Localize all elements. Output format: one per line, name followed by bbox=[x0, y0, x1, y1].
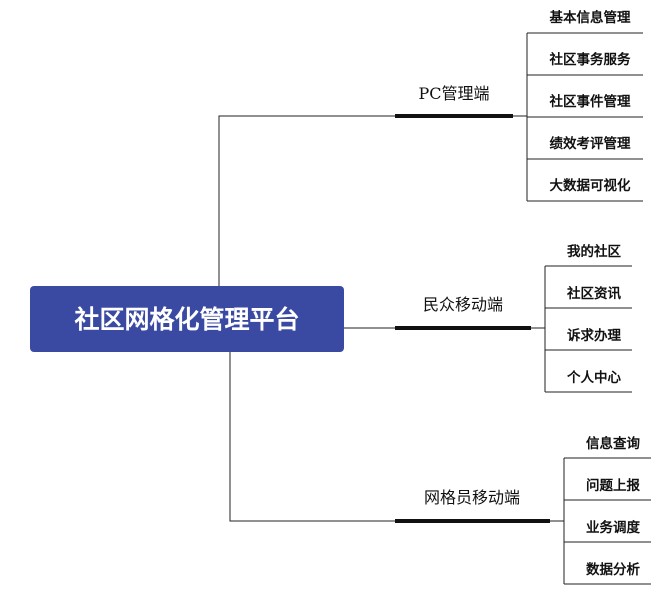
root-label: 社区网格化管理平台 bbox=[74, 305, 299, 334]
branch-label-public[interactable]: 民众移动端 bbox=[423, 295, 503, 314]
grid-leaf-connector bbox=[550, 457, 651, 585]
leaf-item[interactable]: 问题上报 bbox=[586, 477, 640, 494]
connector-grid bbox=[229, 351, 395, 522]
leaf-item[interactable]: 个人中心 bbox=[566, 369, 621, 386]
leaf-item[interactable]: 信息查询 bbox=[586, 435, 640, 452]
leaf-item[interactable]: 社区事件管理 bbox=[549, 93, 631, 110]
branch-underlines bbox=[395, 114, 550, 523]
connector-pc bbox=[218, 115, 395, 287]
leaf-item[interactable]: 大数据可视化 bbox=[550, 177, 631, 194]
leaf-item[interactable]: 社区事务服务 bbox=[549, 51, 631, 68]
branch-label-grid[interactable]: 网格员移动端 bbox=[424, 488, 520, 507]
pc-leaf-connector bbox=[513, 32, 643, 202]
root-node[interactable]: 社区网格化管理平台 bbox=[30, 286, 344, 352]
branch-label-pc[interactable]: PC管理端 bbox=[418, 84, 489, 103]
connector-lines bbox=[218, 32, 651, 585]
leaf-item[interactable]: 我的社区 bbox=[567, 243, 621, 260]
leaf-item[interactable]: 数据分析 bbox=[586, 561, 640, 578]
leaf-item[interactable]: 基本信息管理 bbox=[550, 9, 631, 26]
root-box bbox=[30, 286, 344, 352]
public-leaf-connector bbox=[531, 265, 632, 393]
leaf-item[interactable]: 诉求办理 bbox=[567, 327, 621, 344]
leaf-item[interactable]: 社区资讯 bbox=[566, 285, 621, 302]
leaf-item[interactable]: 业务调度 bbox=[586, 519, 640, 536]
leaf-item[interactable]: 绩效考评管理 bbox=[550, 135, 631, 152]
